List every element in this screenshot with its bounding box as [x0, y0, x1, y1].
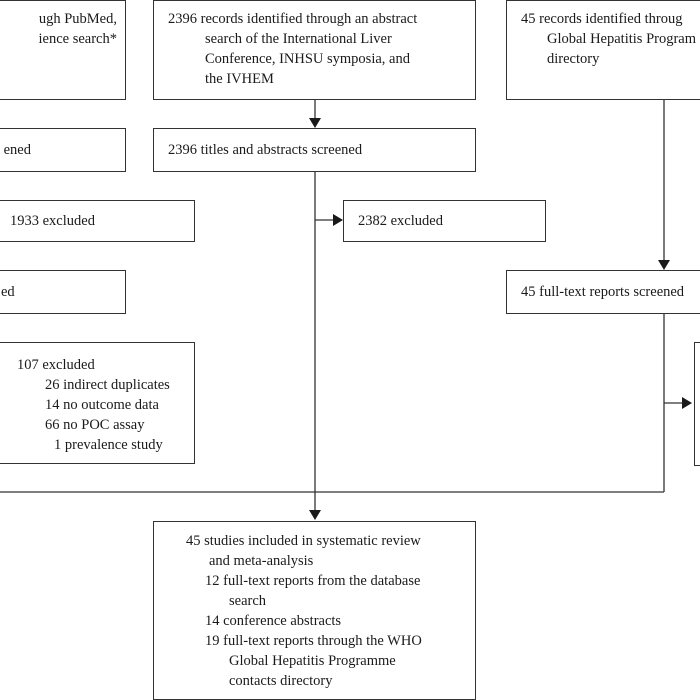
box-line: the IVHEM: [205, 71, 274, 87]
box-line: ience search*: [38, 31, 118, 47]
abstract-screened-box: 2396 titles and abstracts screened: [153, 128, 476, 172]
abstract-excluded-box: 2382 excluded: [343, 200, 546, 242]
included-item: 19 full-text reports through the WHO: [205, 633, 422, 649]
box-line: 1933 excluded: [10, 213, 95, 229]
box-line: 2382 excluded: [358, 213, 443, 229]
included-heading: 45 studies included in systematic review: [186, 533, 421, 549]
who-records-identified-box: 45 records identified throug Global Hepa…: [506, 0, 700, 100]
db-screened-box: ened: [0, 128, 126, 172]
box-line: ened: [3, 142, 31, 158]
included-item: 12 full-text reports from the database: [205, 573, 421, 589]
included-item: 14 conference abstracts: [205, 613, 342, 629]
arrowhead-offscreen-excluded: [682, 397, 692, 409]
studies-included-box: 45 studies included in systematic review…: [153, 521, 476, 700]
box-line: Conference, INHSU symposia, and: [205, 51, 410, 67]
included-item: Global Hepatitis Programme: [229, 653, 396, 669]
box-line: ed: [1, 284, 15, 300]
excluded-heading: 107 excluded: [17, 357, 95, 373]
box-line: 2396 records identified through an abstr…: [168, 11, 418, 27]
included-heading: and meta-analysis: [209, 553, 314, 569]
db-fulltext-box: ed: [0, 270, 126, 314]
who-excluded-box-cropped: [694, 342, 700, 466]
arrowhead-abstract-screened: [309, 118, 321, 128]
box-line: search of the International Liver: [205, 31, 392, 47]
arrowhead-who-fulltext: [658, 260, 670, 270]
box-line: ugh PubMed,: [38, 11, 117, 27]
included-item: contacts directory: [229, 673, 333, 689]
db-fulltext-excluded-box: 107 excluded 26 indirect duplicates 14 n…: [0, 342, 195, 464]
included-item: search: [229, 593, 267, 609]
box-line: 45 records identified throug: [521, 11, 683, 27]
excluded-item: 1 prevalence study: [54, 437, 163, 453]
who-fulltext-screened-box: 45 full-text reports screened: [506, 270, 700, 314]
box-line: directory: [547, 51, 600, 67]
abstract-records-identified-box: 2396 records identified through an abstr…: [153, 0, 476, 100]
box-line: 45 full-text reports screened: [521, 284, 685, 300]
excluded-item: 66 no POC assay: [45, 417, 145, 433]
box-line: Global Hepatitis Program: [547, 31, 697, 47]
db-records-identified-box: ugh PubMed, ience search*: [0, 0, 126, 100]
arrowhead-included: [309, 510, 321, 520]
db-excluded-box: 1933 excluded: [0, 200, 195, 242]
arrowhead-abstract-excluded: [333, 214, 343, 226]
box-line: 2396 titles and abstracts screened: [168, 142, 363, 158]
excluded-item: 26 indirect duplicates: [45, 377, 170, 393]
excluded-item: 14 no outcome data: [45, 397, 159, 413]
